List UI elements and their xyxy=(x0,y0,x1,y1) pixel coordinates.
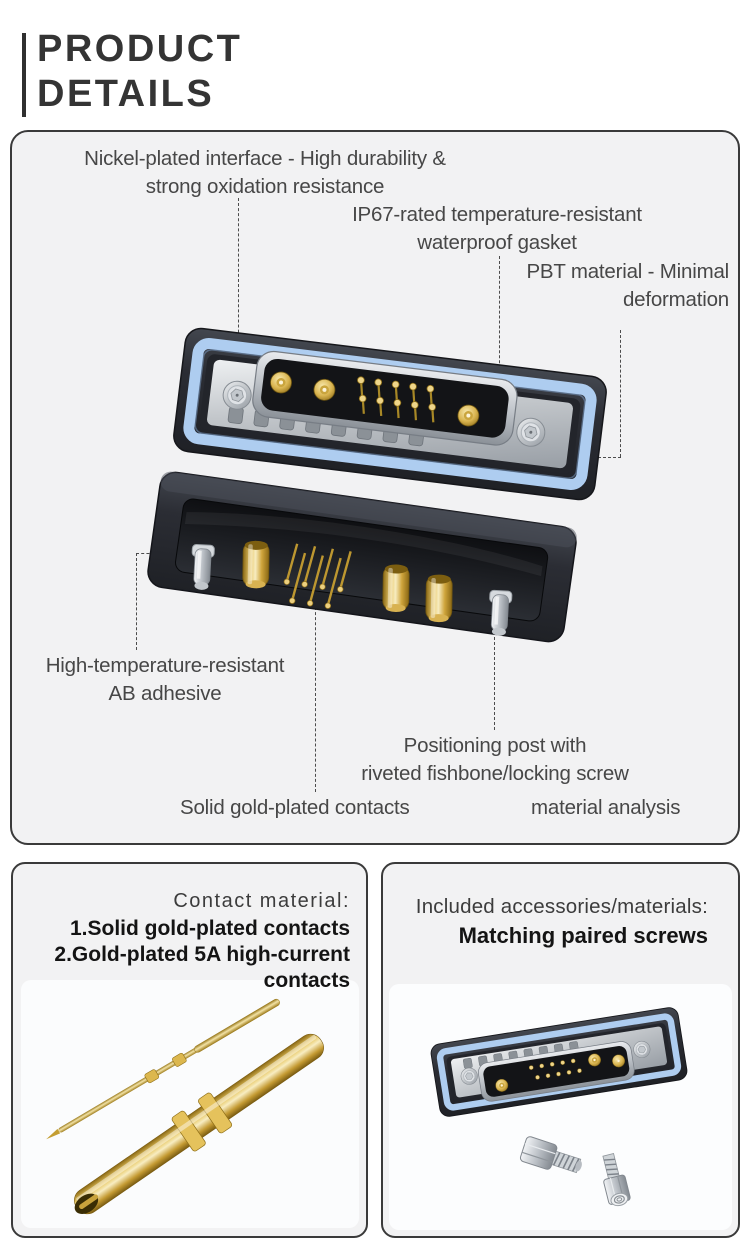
positioning-post-left xyxy=(191,544,215,590)
small-connector-photo xyxy=(430,1007,688,1117)
accessories-box: Included accessories/materials: Matching… xyxy=(381,862,740,1238)
leader-line-nickel xyxy=(238,198,239,368)
positioning-post-right xyxy=(489,589,513,636)
screw-hole-right xyxy=(516,417,546,447)
accessories-item: Matching paired screws xyxy=(458,923,708,948)
screw-photo xyxy=(602,1153,631,1207)
connector-photos xyxy=(147,327,607,643)
contact-material-item-2: 2.Gold-plated 5A high-current contacts xyxy=(54,943,350,992)
accessories-text: Included accessories/materials: Matching… xyxy=(395,895,708,949)
small-gold-pins xyxy=(357,376,436,423)
page-title: PRODUCT DETAILS xyxy=(37,28,243,115)
thin-gold-pin xyxy=(46,998,280,1140)
big-gold-pins xyxy=(270,371,480,427)
contact-material-text: Contact material: 1.Solid gold-plated co… xyxy=(25,890,350,994)
callout-waterproof-gasket: IP67-rated temperature-resistant waterpr… xyxy=(352,203,642,254)
leader-line-pbt-horizontal xyxy=(578,457,621,458)
solder-pin-tails xyxy=(283,543,352,609)
contact-material-heading: Contact material: xyxy=(173,890,350,912)
leader-line-positioning xyxy=(494,622,495,730)
callout-nickel-interface: Nickel-plated interface - High durabilit… xyxy=(84,147,446,198)
callout-ab-adhesive: High-temperature-resistant AB adhesive xyxy=(45,654,285,705)
contact-material-box: Contact material: 1.Solid gold-plated co… xyxy=(11,862,368,1238)
leader-line-contacts xyxy=(315,602,316,792)
gold-barrel-contacts xyxy=(242,540,453,623)
annotated-product-panel: Nickel-plated interface - High durabilit… xyxy=(10,130,740,845)
accessories-photo xyxy=(389,984,732,1230)
screw-hole-left xyxy=(222,380,252,410)
callout-pbt-material: PBT material - Minimal deformation xyxy=(526,260,729,311)
callout-gold-contacts: Solid gold-plated contacts xyxy=(180,796,410,819)
accessories-heading: Included accessories/materials: xyxy=(415,895,708,918)
leader-line-gasket xyxy=(499,256,500,388)
callout-positioning-post: Positioning post with riveted fishbone/l… xyxy=(361,734,629,785)
contact-material-item-1: 1.Solid gold-plated contacts xyxy=(69,917,350,940)
leader-line-pbt-vertical xyxy=(620,330,621,457)
thick-gold-pin xyxy=(74,1033,324,1215)
bottom-connector-photo xyxy=(147,471,577,643)
gold-pins-photo xyxy=(21,980,359,1228)
standoff-screw-photo xyxy=(519,1136,582,1174)
caption-material-analysis: material analysis xyxy=(531,796,681,819)
top-connector-photo xyxy=(173,327,607,501)
leader-line-adhesive-vertical xyxy=(136,553,137,650)
title-accent-bar xyxy=(22,33,26,117)
